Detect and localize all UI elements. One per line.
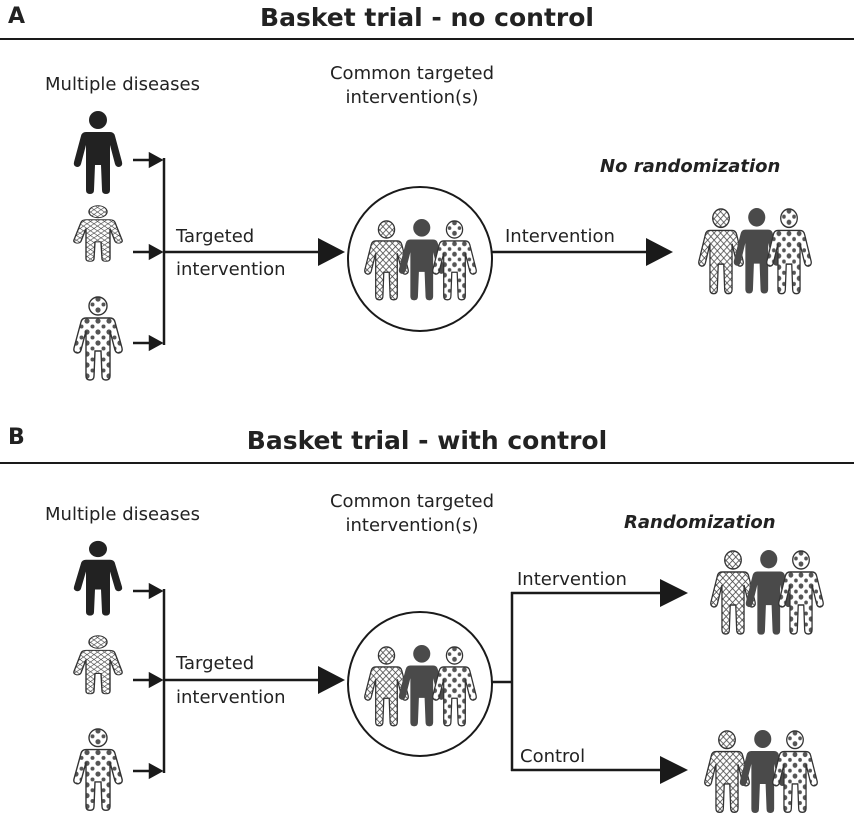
panel-b-multiple-diseases: Multiple diseases <box>45 504 200 525</box>
panel-b-main-arrowhead <box>318 666 345 694</box>
panel-a-arrowhead-1 <box>148 151 164 169</box>
panel-b-arrowhead-2 <box>148 671 164 689</box>
panel-a-main-arrowhead <box>318 238 345 266</box>
panel-a-common-line2: intervention(s) <box>345 87 479 108</box>
panel-a-targeted-line1: Targeted <box>176 226 255 247</box>
panel-a-common-line1: Common targeted <box>329 63 495 84</box>
panel-b-solid-person-icon <box>73 540 123 616</box>
panel-b-randomization: Randomization <box>624 512 776 533</box>
panel-a-crosshatch-person-icon <box>73 204 123 262</box>
panel-b-arrowhead-1 <box>148 582 164 600</box>
panel-b-control-group-icon <box>704 730 818 814</box>
panel-a-arrowhead-3 <box>148 334 164 352</box>
panel-b-intervention-arrowhead <box>660 579 688 607</box>
panel-b-control-label: Control <box>520 746 586 767</box>
panel-b-title: Basket trial - with control <box>246 426 608 455</box>
panel-b-arrowhead-3 <box>148 762 164 780</box>
panel-a-spotted-person-icon <box>73 296 123 381</box>
panel-a-multiple-diseases: Multiple diseases <box>45 74 200 95</box>
panel-b-targeted-line2: intervention <box>176 687 286 708</box>
panel-b-letter: B <box>8 425 25 450</box>
panel-a-arrowhead-2 <box>148 243 164 261</box>
panel-b-common-line1: Common targeted <box>329 491 495 512</box>
panel-a-intervention-label: Intervention <box>505 226 615 247</box>
panel-a-title: Basket trial - no control <box>260 3 594 32</box>
panel-a-targeted-line2: intervention <box>176 259 286 280</box>
panel-b-intervention-group-icon <box>710 550 824 635</box>
panel-b-common-line2: intervention(s) <box>345 515 479 536</box>
panel-a-solid-person-icon <box>73 111 123 194</box>
panel-a-intervention-arrowhead <box>646 238 673 266</box>
panel-b-control-arrowhead <box>660 756 688 784</box>
panel-b-crosshatch-person-icon <box>73 635 123 695</box>
panel-a-randomization: No randomization <box>600 156 781 177</box>
panel-b-targeted-line1: Targeted <box>176 653 255 674</box>
panel-b-intervention-label: Intervention <box>517 569 627 590</box>
panel-b-spotted-person-icon <box>73 728 123 812</box>
panel-a-letter: A <box>8 4 26 29</box>
panel-a-outcome-group-icon <box>698 208 812 295</box>
